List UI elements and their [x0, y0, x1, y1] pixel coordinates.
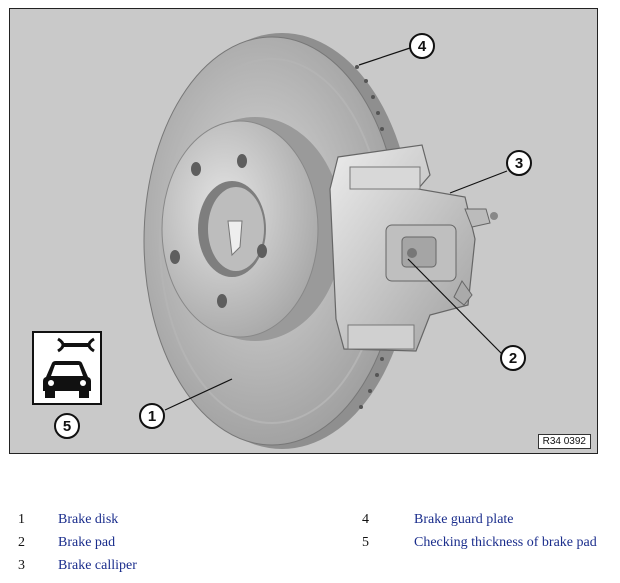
brake-calliper	[329, 144, 498, 352]
car-icon	[43, 361, 91, 398]
brake-assembly-illustration	[143, 33, 508, 449]
legend-label: Brake disk	[58, 512, 119, 527]
callout-5: 5	[54, 413, 80, 439]
callout-1: 1	[139, 403, 165, 429]
callout-2: 2	[500, 345, 526, 371]
legend-number: 5	[362, 535, 369, 550]
legend: 1 Brake disk 2 Brake pad 3 Brake callipe…	[0, 508, 620, 583]
figure-code: R34 0392	[537, 434, 591, 449]
callout-leaders	[164, 47, 508, 411]
legend-label: Checking thickness of brake pad	[414, 535, 597, 550]
diagram-figure: 4 3 2 1 5 R34 0392	[9, 8, 598, 454]
legend-number: 2	[18, 535, 25, 550]
legend-number: 4	[362, 512, 369, 527]
service-icon-box	[32, 331, 102, 405]
wrench-icon	[57, 337, 95, 353]
legend-number: 1	[18, 512, 25, 527]
legend-label: Brake calliper	[58, 558, 137, 573]
legend-label: Brake guard plate	[414, 512, 514, 527]
callout-3: 3	[506, 150, 532, 176]
legend-label: Brake pad	[58, 535, 116, 550]
wheel-hub	[161, 117, 343, 341]
callout-4: 4	[409, 33, 435, 59]
legend-number: 3	[18, 558, 25, 573]
